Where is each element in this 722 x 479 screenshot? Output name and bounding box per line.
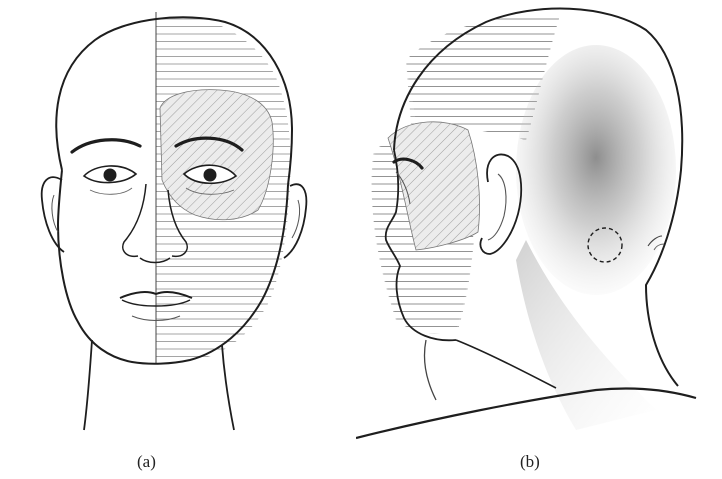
left-eyebrow (72, 140, 140, 152)
ear (480, 154, 521, 254)
shoulder-line (356, 388, 696, 438)
caption-a: (a) (137, 452, 156, 472)
left-eye (84, 166, 136, 194)
front-view-drawing (0, 0, 336, 440)
panel-a-front-view (0, 0, 336, 440)
caption-b: (b) (520, 452, 540, 472)
side-view-drawing (356, 0, 722, 440)
panel-b-side-view (356, 0, 722, 440)
shaded-region (516, 45, 676, 295)
